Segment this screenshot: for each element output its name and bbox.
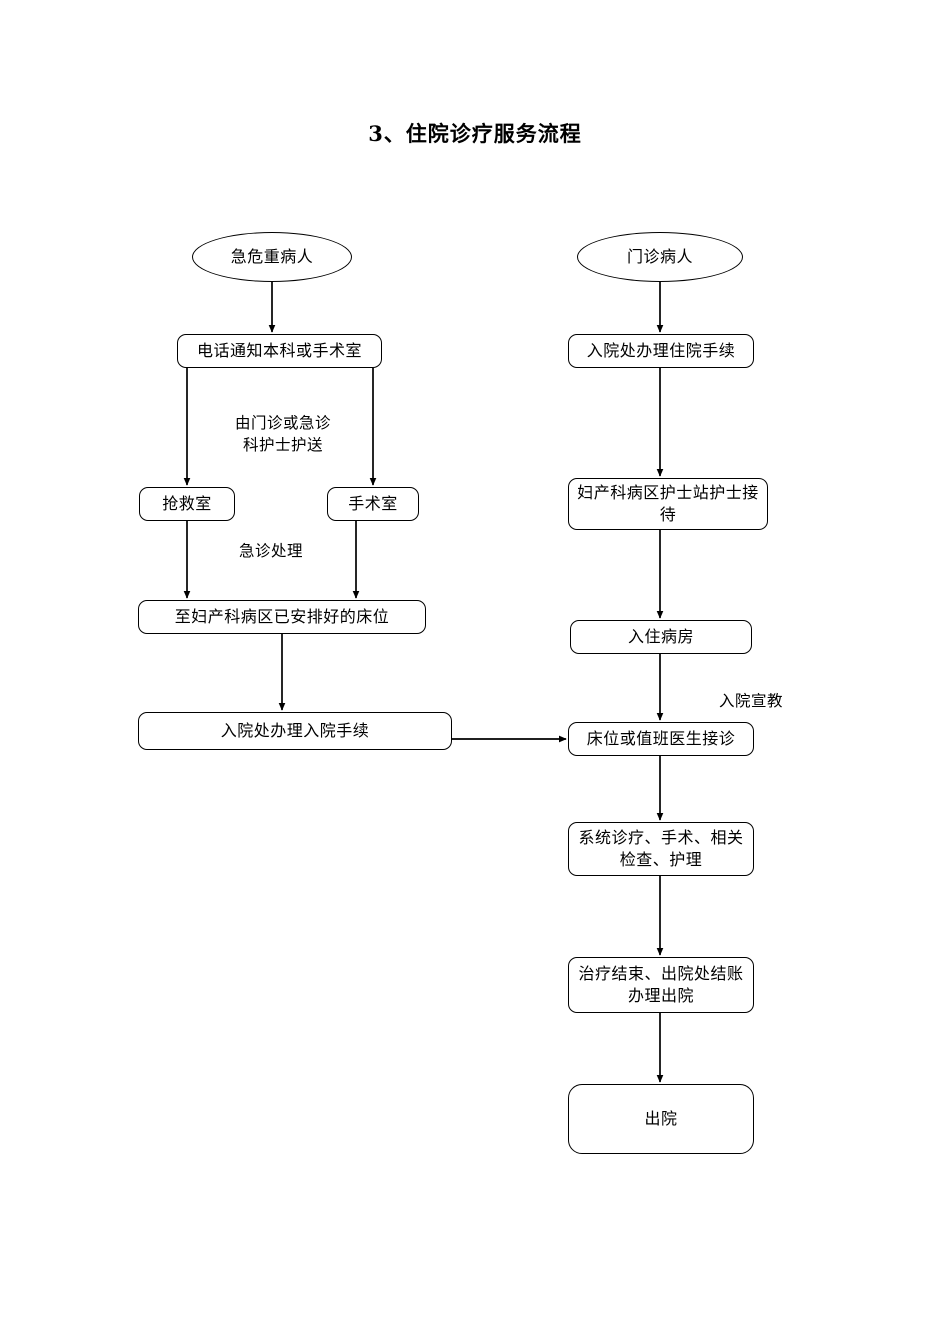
edge-label-emergency-handling: 急诊处理: [238, 542, 303, 560]
node-admission-office-inpatient-procedures[interactable]: 入院处办理入院手续: [138, 712, 452, 750]
node-phone-notify-department-or-or[interactable]: 电话通知本科或手术室: [177, 334, 382, 368]
node-label: 妇产科病区护士站护士接待: [577, 483, 759, 524]
node-label: 治疗结束、出院处结账办理出院: [578, 964, 744, 1005]
node-operating-room[interactable]: 手术室: [327, 487, 419, 521]
node-outpatient[interactable]: 门诊病人: [577, 232, 743, 282]
node-systemic-treatment-surgery-exams-nursing[interactable]: 系统诊疗、手术、相关检查、护理: [568, 822, 754, 876]
page-title: 3、住院诊疗服务流程: [368, 121, 582, 146]
node-label: 急危重病人: [230, 247, 314, 267]
node-treatment-end-settle-account[interactable]: 治疗结束、出院处结账办理出院: [568, 957, 754, 1013]
node-discharge[interactable]: 出院: [568, 1084, 754, 1154]
node-label: 系统诊疗、手术、相关检查、护理: [578, 828, 744, 869]
node-label: 出院: [644, 1109, 678, 1129]
edge-label-admission-education: 入院宣教: [718, 692, 783, 710]
node-label: 电话通知本科或手术室: [196, 341, 362, 361]
node-resuscitation-room[interactable]: 抢救室: [139, 487, 235, 521]
node-admission-office-procedures[interactable]: 入院处办理住院手续: [568, 334, 754, 368]
node-label: 入院处办理住院手续: [586, 341, 736, 361]
node-label: 入院处办理入院手续: [220, 721, 370, 741]
node-label: 手术室: [348, 494, 398, 514]
node-label: 床位或值班医生接诊: [586, 729, 736, 749]
node-label: 入住病房: [627, 627, 694, 647]
node-acute-critical-patient[interactable]: 急危重病人: [192, 232, 352, 282]
node-label: 至妇产科病区已安排好的床位: [174, 607, 390, 627]
node-label: 抢救室: [162, 494, 212, 514]
node-enter-ward[interactable]: 入住病房: [570, 620, 752, 654]
node-label: 门诊病人: [626, 247, 693, 267]
edge-label-escort-by-outpatient-or-emergency-nurse: 由门诊或急诊 科护士护送: [234, 414, 331, 455]
node-to-prepared-bed-obgyn-ward[interactable]: 至妇产科病区已安排好的床位: [138, 600, 426, 634]
node-bed-or-duty-doctor-consult[interactable]: 床位或值班医生接诊: [568, 722, 754, 756]
node-obgyn-nurse-station-reception[interactable]: 妇产科病区护士站护士接待: [568, 478, 768, 530]
